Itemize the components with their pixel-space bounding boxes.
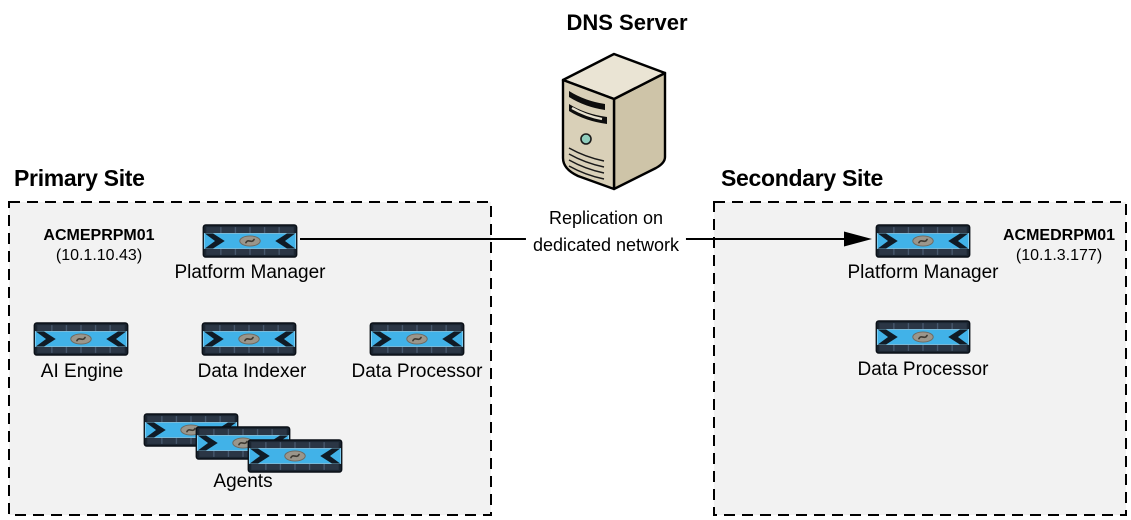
replication-arrowhead-icon <box>844 231 872 247</box>
primary-platform-manager-hostname: ACMEPRPM01 <box>43 227 155 244</box>
data-indexer-appliance-icon <box>200 322 298 356</box>
replication-label-line2: dedicated network <box>532 235 680 255</box>
primary-platform-manager-label: Platform Manager <box>174 262 326 283</box>
secondary-site-title: Secondary Site <box>721 165 883 191</box>
replication-label: Replication on dedicated network <box>525 204 687 260</box>
primary-platform-manager-ip: (10.1.10.43) <box>55 247 143 264</box>
secondary-platform-manager-label: Platform Manager <box>847 262 999 283</box>
dns-server-icon <box>556 47 672 193</box>
secondary-data-processor-appliance-icon <box>874 320 972 354</box>
primary-data-processor-appliance-icon <box>368 322 466 356</box>
ai-engine-label: AI Engine <box>40 361 124 382</box>
ai-engine-appliance-icon <box>32 322 130 356</box>
secondary-data-processor-label: Data Processor <box>857 359 989 380</box>
primary-site-title: Primary Site <box>14 165 145 191</box>
secondary-platform-manager-ip: (10.1.3.177) <box>1015 247 1103 264</box>
replication-label-line1: Replication on <box>548 208 664 228</box>
primary-platform-manager-appliance-icon <box>201 224 299 258</box>
agents-label: Agents <box>213 471 273 492</box>
secondary-platform-manager-appliance-icon <box>874 224 972 258</box>
primary-data-processor-label: Data Processor <box>351 361 483 382</box>
dns-server-label: DNS Server <box>566 10 688 35</box>
secondary-platform-manager-hostname: ACMEDRPM01 <box>1002 227 1115 244</box>
agent-appliance-icon-3 <box>246 439 344 473</box>
data-indexer-label: Data Indexer <box>197 361 307 382</box>
